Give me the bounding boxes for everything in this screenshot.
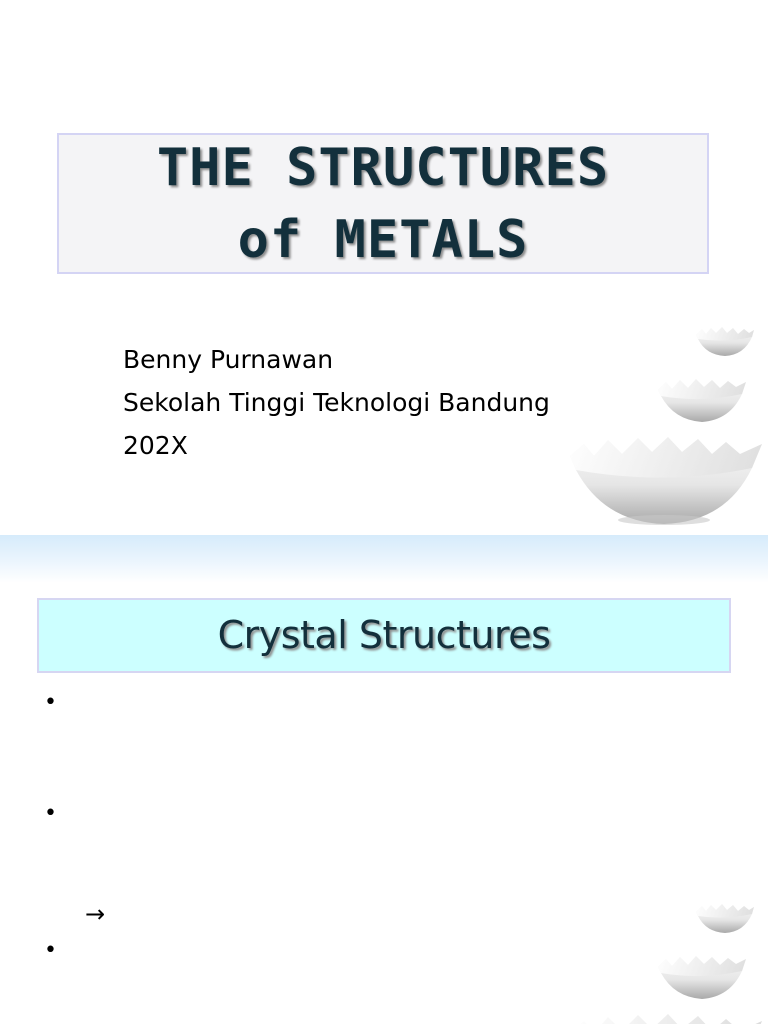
section-title-box: Crystal Structures — [37, 598, 731, 673]
broken-bowl-small-icon — [696, 904, 754, 933]
broken-bowl-medium-icon — [658, 956, 746, 999]
title-slide: THE STRUCTURES of METALS Benny Purnawan … — [57, 133, 762, 525]
author-name: Benny Purnawan — [123, 345, 334, 374]
presentation-year: 202X — [123, 431, 188, 460]
slide-title-line-1: THE STRUCTURES — [156, 137, 610, 198]
author-info: Benny Purnawan Sekolah Tinggi Teknologi … — [123, 338, 550, 467]
bullet-point: • — [44, 938, 57, 963]
broken-bowl-small-icon — [696, 327, 754, 356]
slide-title-box: THE STRUCTURES of METALS — [57, 133, 709, 274]
broken-bowl-large-icon — [580, 1014, 762, 1024]
bullet-point: • — [44, 801, 57, 826]
content-slide: Crystal Structures • • → • — [0, 535, 768, 1024]
institution-name: Sekolah Tinggi Teknologi Bandung — [123, 388, 550, 417]
slide-separator — [0, 535, 768, 583]
broken-bowl-large-icon — [570, 437, 762, 525]
section-title: Crystal Structures — [217, 613, 551, 657]
bullet-point: • — [44, 690, 57, 715]
arrow-right-icon: → — [85, 900, 106, 928]
slide-title-line-2: of METALS — [237, 209, 529, 270]
broken-bowl-medium-icon — [658, 379, 746, 422]
